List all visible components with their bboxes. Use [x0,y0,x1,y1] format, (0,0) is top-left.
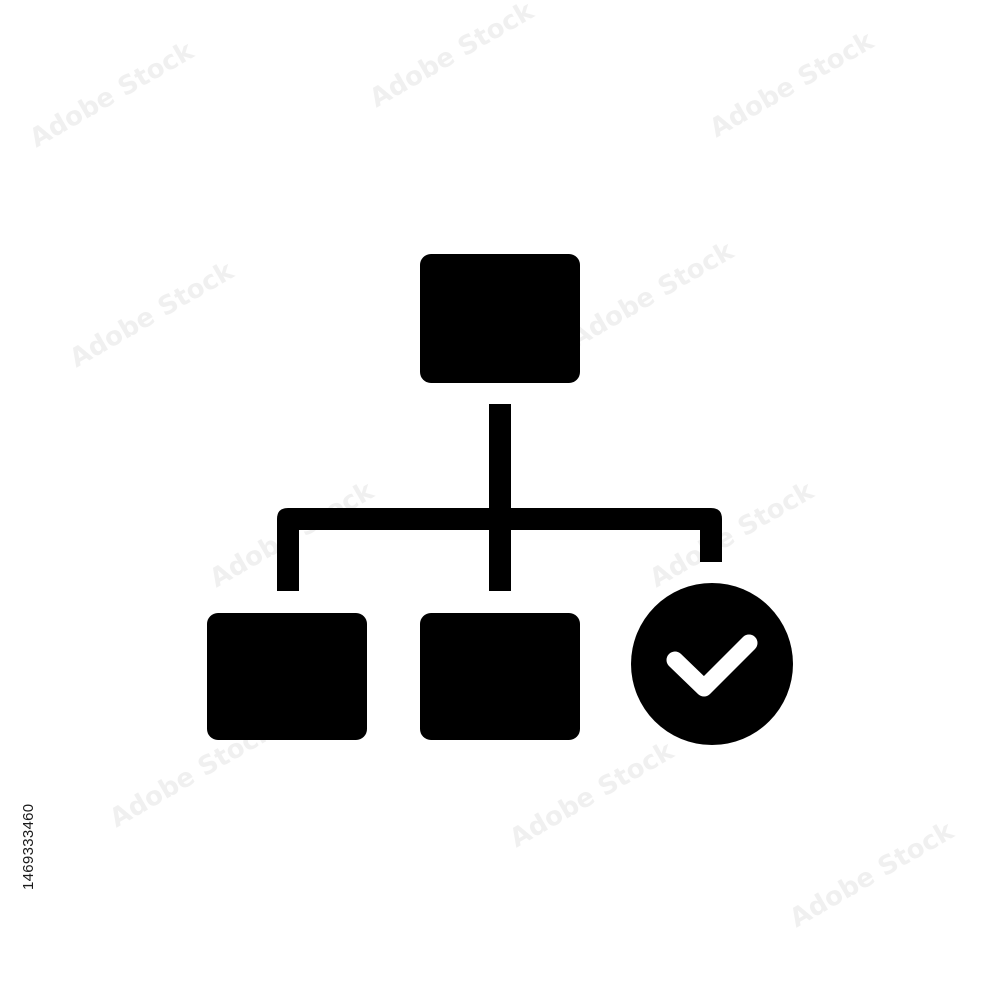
org-chart-icon [207,254,722,740]
bottom-center-node-box [420,613,580,740]
top-node-box [420,254,580,383]
check-badge-icon [631,583,793,745]
bottom-left-node-box [207,613,367,740]
stock-id-label: 1469333460 [20,803,37,890]
connector-vertical-main [489,404,511,591]
connector-branch [277,508,722,591]
check-mark-icon [666,634,758,697]
check-circle [631,583,793,745]
